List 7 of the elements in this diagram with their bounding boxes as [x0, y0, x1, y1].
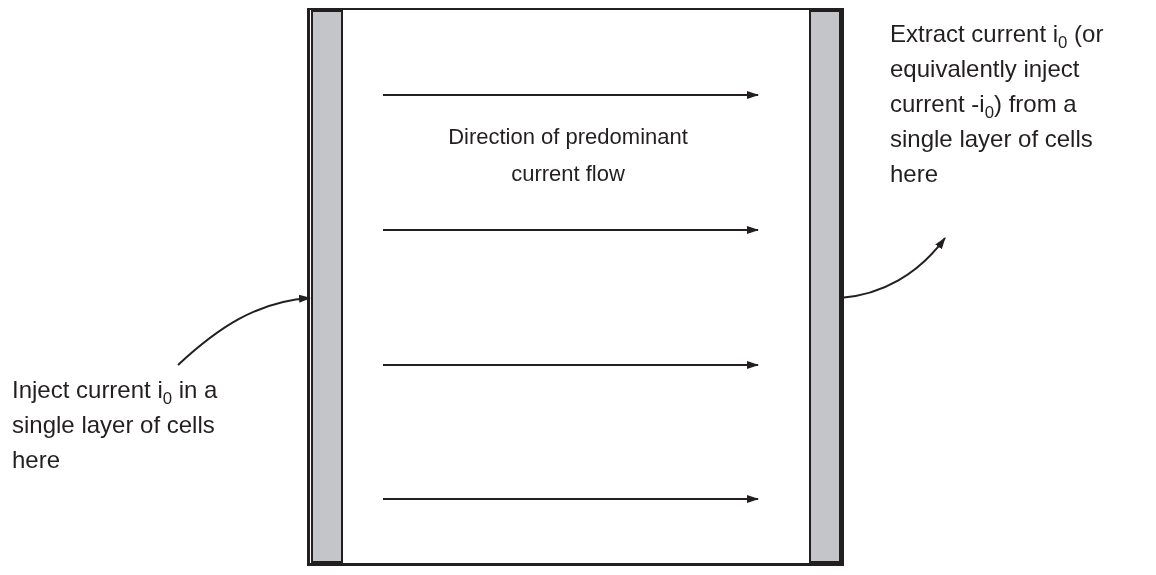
callout-text: Inject current i$_{0}$ in a single layer of cells here [12, 372, 247, 477]
cell-layer-bar [809, 10, 841, 563]
cell-layer-bar [311, 10, 343, 563]
tissue-block [307, 8, 844, 566]
flow-direction-label: Direction of predominant current flow [448, 123, 688, 188]
leader-arrow [177, 295, 311, 366]
callout-text: Extract current i$_{0}$ (or equivalently inject current -i$_{0}$) from a single layer of cells here [890, 16, 1130, 191]
